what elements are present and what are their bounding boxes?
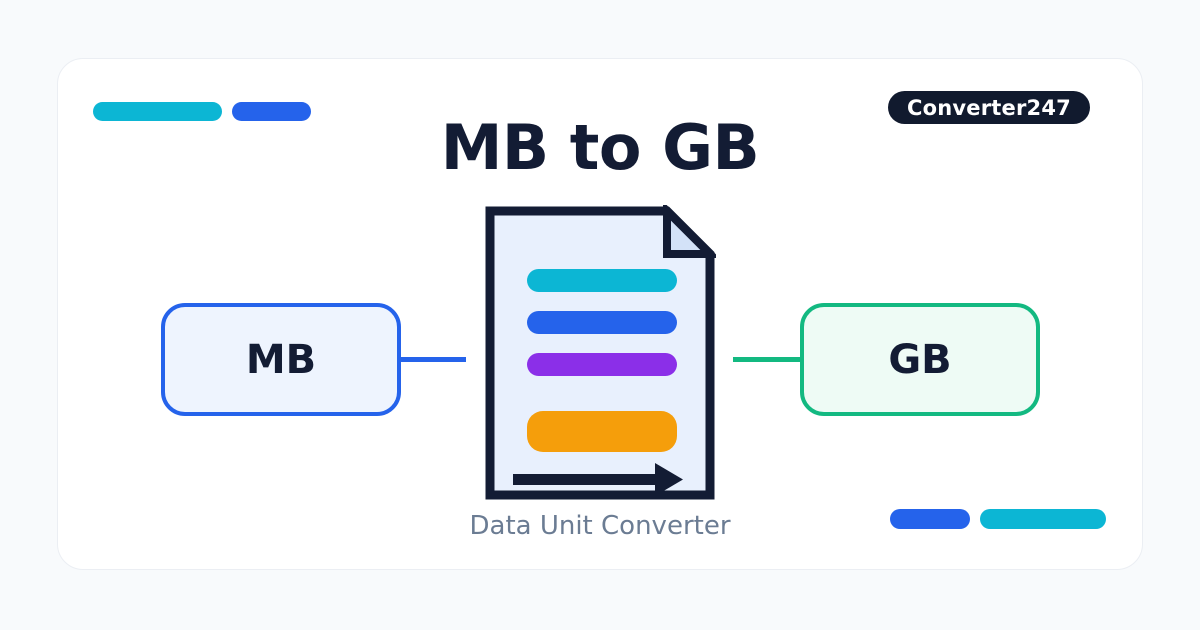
doc-bar-cyan xyxy=(527,269,677,292)
doc-bar-blue xyxy=(527,311,677,334)
caption-text: Data Unit Converter xyxy=(469,511,731,541)
from-unit-label: MB xyxy=(245,336,317,383)
deco-pill-top-left-cyan xyxy=(93,102,222,121)
to-unit-box[interactable]: GB xyxy=(800,303,1040,416)
connector-line-right xyxy=(733,357,801,362)
doc-bar-orange xyxy=(527,411,677,452)
deco-pill-bottom-right-blue xyxy=(890,509,970,529)
brand-badge: Converter247 xyxy=(888,91,1090,124)
document-fold-corner xyxy=(663,205,716,258)
deco-pill-top-left-blue xyxy=(232,102,311,121)
page-title: MB to GB xyxy=(440,111,760,184)
deco-pill-bottom-right-cyan xyxy=(980,509,1106,529)
doc-bar-purple xyxy=(527,353,677,376)
connector-line-left xyxy=(400,357,466,362)
conversion-arrow-icon xyxy=(505,460,695,502)
from-unit-box[interactable]: MB xyxy=(161,303,401,416)
to-unit-label: GB xyxy=(888,336,952,383)
